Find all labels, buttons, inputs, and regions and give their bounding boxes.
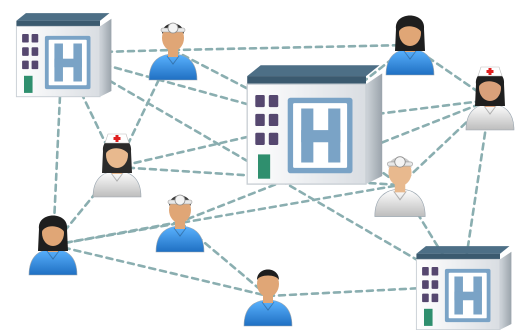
doctor-right-person-icon (374, 156, 426, 217)
link-doctor-top-to-woman-top-right (171, 43, 412, 52)
doctor-top-person-icon (148, 22, 198, 81)
link-nurse-right-to-doctor-right (398, 98, 492, 187)
nurse-right-person-icon (465, 66, 515, 131)
hospital-center-building-icon (246, 65, 383, 185)
woman-top-right-person-icon (385, 15, 435, 76)
link-woman-left-to-doctor-right (51, 183, 402, 247)
link-doctor-top-to-hospital-center (171, 48, 314, 124)
network-nodes (15, 13, 515, 330)
link-woman-left-to-man-bottom (51, 243, 270, 298)
nurse-left-person-icon (92, 133, 142, 198)
hospital-bottom-right-building-icon (415, 246, 512, 330)
link-man-bottom-to-hospital-bottom-right (266, 284, 464, 298)
woman-left-person-icon (28, 215, 78, 276)
hospital-top-left-building-icon (15, 13, 112, 98)
link-hospital-top-left-to-doctor-top (60, 48, 175, 55)
doctor-mid-person-icon (155, 194, 205, 253)
man-bottom-person-icon (243, 269, 293, 327)
link-doctor-mid-to-man-bottom (178, 220, 270, 298)
link-doctor-mid-to-woman-left (51, 220, 182, 247)
link-hospital-center-to-nurse-right (310, 98, 492, 124)
